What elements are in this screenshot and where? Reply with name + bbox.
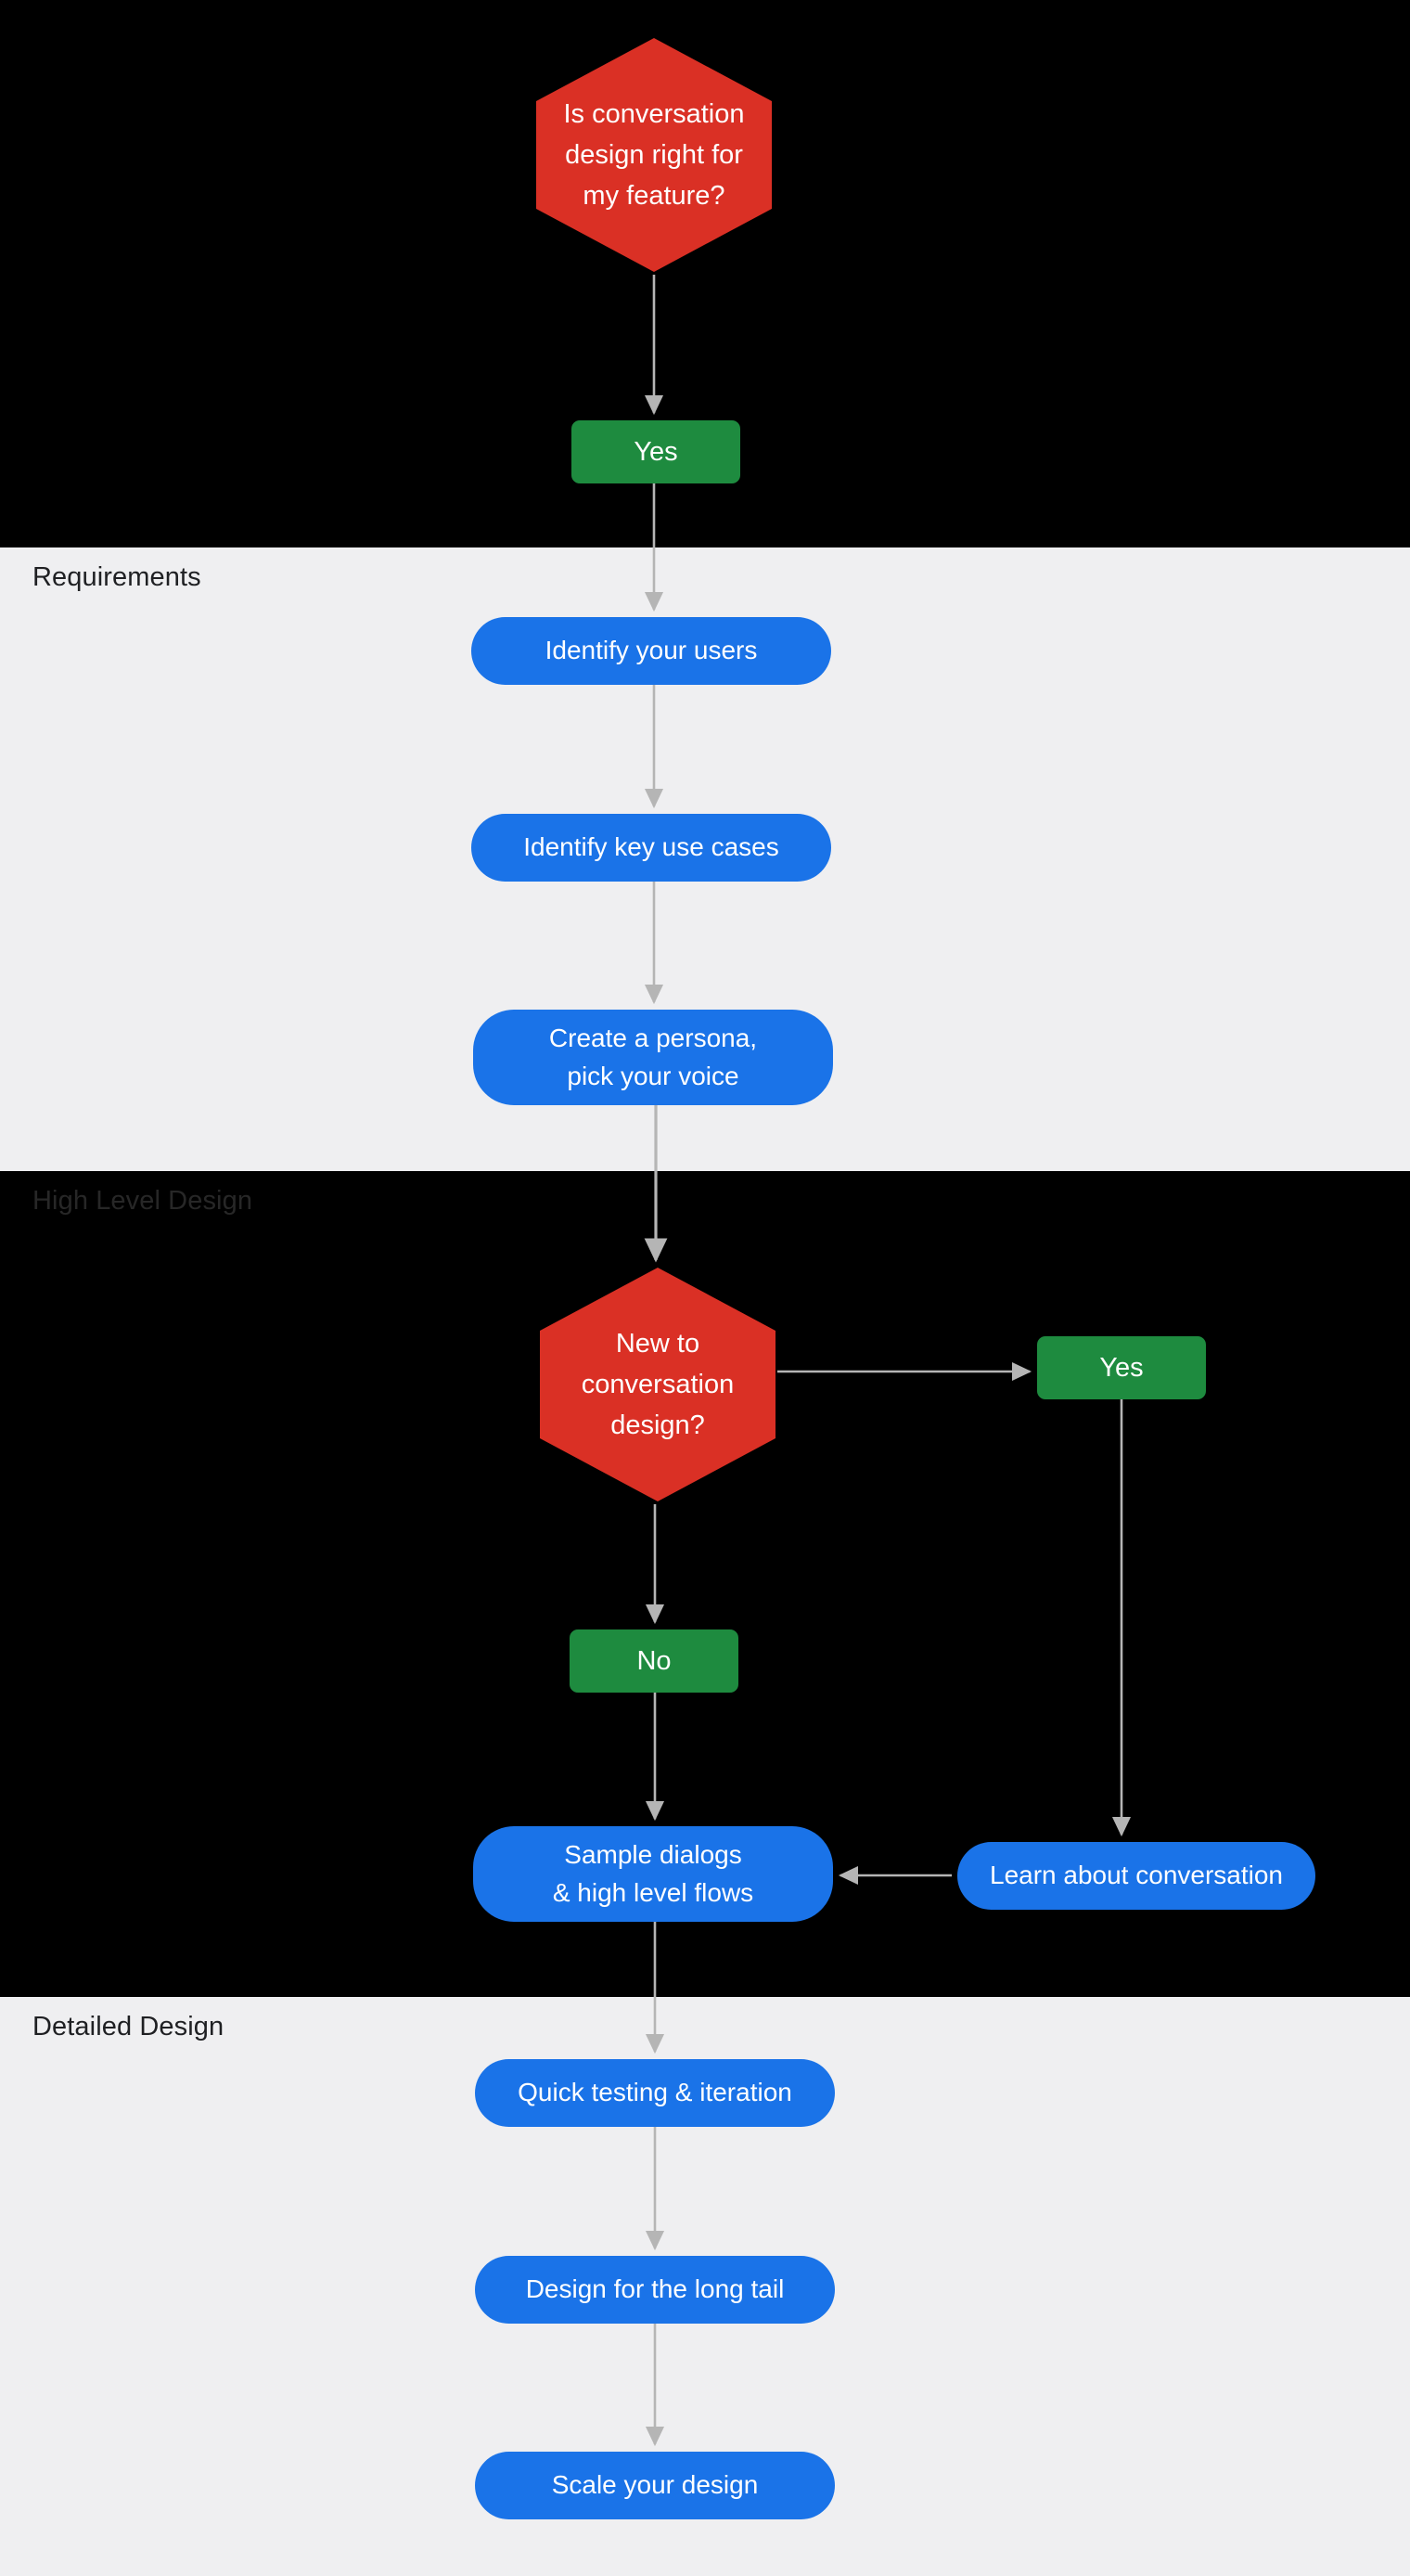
node-s-quick-testing[interactable]: Quick testing & iteration (475, 2059, 835, 2127)
node-label-s-scale-design: Scale your design (551, 2470, 759, 2500)
node-label-s-learn-conversation: Learn about conversation (990, 1861, 1283, 1890)
node-label-a-no: No (636, 1645, 672, 1676)
node-a-no[interactable]: No (570, 1629, 738, 1693)
node-s-scale-design[interactable]: Scale your design (475, 2452, 835, 2519)
node-s-long-tail[interactable]: Design for the long tail (475, 2256, 835, 2324)
node-label-s-use-cases: Identify key use cases (523, 832, 779, 862)
node-a-yes-2[interactable]: Yes (1037, 1336, 1206, 1399)
node-a-yes-1[interactable]: Yes (571, 420, 740, 483)
node-s-learn-conversation[interactable]: Learn about conversation (957, 1842, 1315, 1910)
node-label-s-sample-dialogs: Sample dialogs& high level flows (552, 1839, 754, 1907)
node-label-s-quick-testing: Quick testing & iteration (518, 2078, 792, 2107)
node-label-s-persona-voice: Create a persona,pick your voice (548, 1023, 758, 1090)
node-label-a-yes-2: Yes (1099, 1352, 1144, 1383)
node-s-persona-voice[interactable]: Create a persona,pick your voice (473, 1010, 833, 1105)
node-label-s-long-tail: Design for the long tail (525, 2274, 785, 2304)
node-label-a-yes-1: Yes (634, 436, 678, 467)
section-label-requirements: Requirements (32, 562, 201, 592)
node-s-sample-dialogs[interactable]: Sample dialogs& high level flows (473, 1826, 833, 1922)
section-label-detailed-design: Detailed Design (32, 2012, 224, 2041)
node-label-s-identify-users: Identify your users (545, 636, 758, 665)
node-s-use-cases[interactable]: Identify key use cases (471, 814, 831, 882)
node-s-identify-users[interactable]: Identify your users (471, 617, 831, 685)
section-label-high-level-design: High Level Design (32, 1186, 253, 1216)
